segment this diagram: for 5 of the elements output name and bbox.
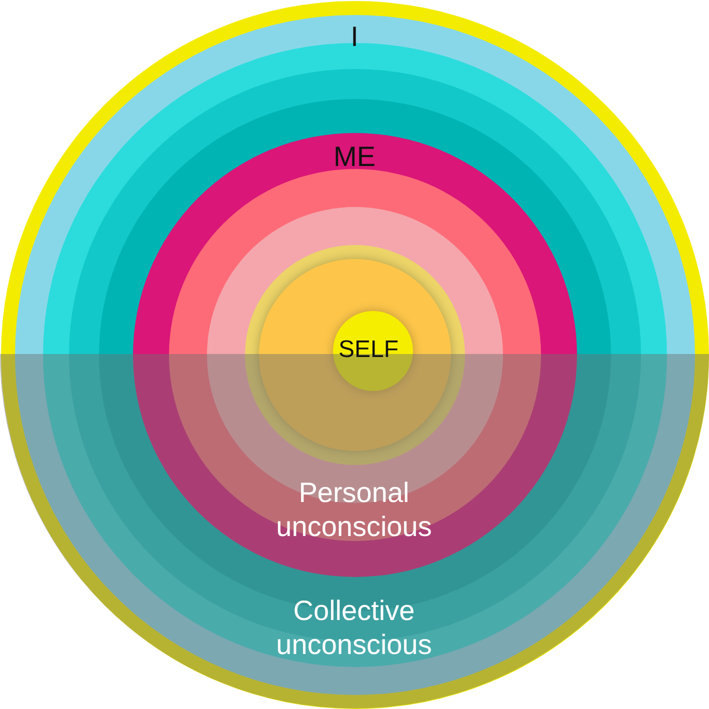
ring-label: SELF bbox=[338, 338, 399, 362]
region-label: Personal unconscious bbox=[275, 476, 433, 544]
region-label: Collective unconscious bbox=[275, 594, 433, 662]
ring-label: I bbox=[350, 22, 358, 50]
ring-label: ME bbox=[334, 142, 376, 170]
